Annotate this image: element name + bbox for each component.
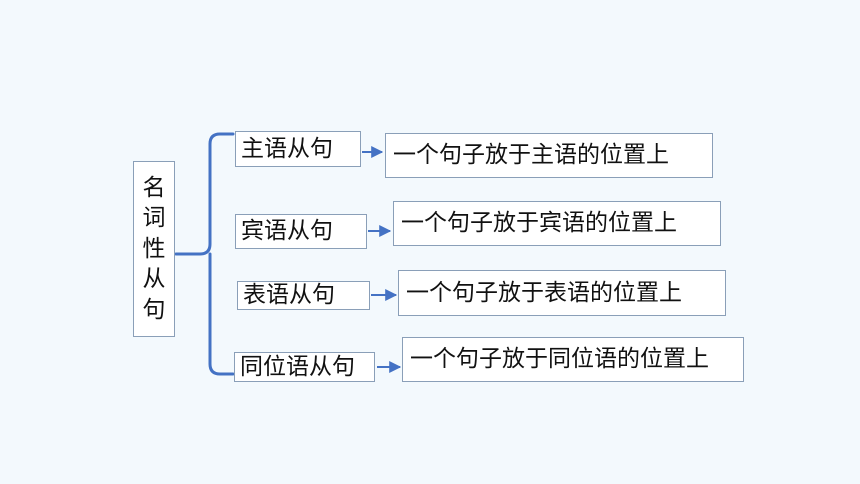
clause-type-appositive: 同位语从句 [234,352,375,382]
brace-bracket [174,132,235,376]
root-char: 性 [142,235,166,262]
root-char: 名 [142,175,166,202]
clause-type-subject: 主语从句 [235,131,361,167]
clause-type-predicative: 表语从句 [237,281,370,310]
root-node: 名 词 性 从 句 [133,161,175,337]
clause-description-object: 一个句子放于宾语的位置上 [393,201,721,246]
clause-description-predicative: 一个句子放于表语的位置上 [398,270,726,316]
clause-type-object: 宾语从句 [235,214,367,249]
root-char: 从 [142,266,166,293]
clause-description-subject: 一个句子放于主语的位置上 [385,133,713,178]
root-char: 句 [142,296,166,323]
clause-description-appositive: 一个句子放于同位语的位置上 [402,337,744,382]
root-char: 词 [142,205,166,232]
